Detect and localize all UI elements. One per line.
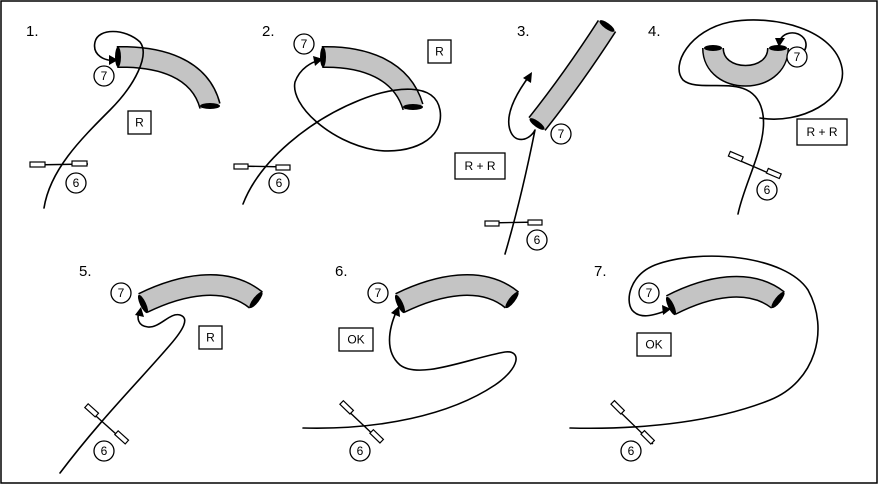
result-box — [338, 327, 374, 352]
svg-text:6: 6 — [534, 233, 541, 247]
label-circle-6 — [93, 440, 115, 462]
svg-text:7: 7 — [794, 50, 801, 64]
guidewire — [504, 74, 536, 255]
panel-number: 4. — [648, 23, 661, 40]
svg-text:7: 7 — [646, 286, 653, 300]
label-circle-6 — [526, 229, 548, 251]
result-box — [636, 332, 672, 357]
panel-2: 2. 7 6 R — [233, 23, 452, 205]
arrowhead — [313, 56, 323, 66]
label-circle-6 — [620, 440, 642, 462]
marker-band — [610, 399, 626, 415]
marker-band — [275, 164, 291, 171]
label-circle-7 — [367, 282, 389, 304]
panel-1: 1. 7 6 R — [26, 23, 221, 209]
arrowhead — [391, 306, 400, 317]
result-label: R + R — [464, 159, 495, 173]
panel-number: 5. — [79, 263, 92, 280]
label-circle-7 — [293, 33, 315, 55]
label-circle-6 — [756, 179, 778, 201]
svg-text:6: 6 — [357, 444, 364, 458]
panel-3: 3. 7 6 R + R — [454, 20, 617, 255]
marker-band — [83, 402, 100, 418]
label-circle-7 — [550, 123, 572, 145]
marker-band — [640, 429, 656, 445]
svg-text:7: 7 — [118, 286, 125, 300]
panel-4: 4. 7 6 R + R — [648, 19, 848, 215]
svg-text:6: 6 — [73, 176, 80, 190]
marker-band — [233, 163, 249, 170]
guidewire — [59, 309, 186, 474]
arrowhead — [523, 72, 532, 83]
svg-text:6: 6 — [276, 176, 283, 190]
result-box — [454, 152, 506, 180]
result-box — [796, 118, 848, 146]
label-circle-6 — [349, 440, 371, 462]
svg-text:6: 6 — [101, 444, 108, 458]
panel-number: 7. — [594, 263, 607, 280]
panel-number: 2. — [262, 23, 275, 40]
marker-band — [765, 167, 783, 180]
svg-text:7: 7 — [301, 37, 308, 51]
result-box — [427, 39, 452, 64]
result-box — [198, 325, 223, 350]
marker-band — [484, 220, 500, 227]
panel-number: 1. — [26, 23, 39, 40]
label-circle-7 — [786, 46, 808, 68]
svg-text:6: 6 — [764, 183, 771, 197]
arrowhead — [775, 38, 785, 47]
label-circle-6 — [268, 172, 290, 194]
guidewire — [43, 30, 144, 209]
panel-6: 6. 7 6 OK — [302, 263, 520, 462]
arrowhead — [135, 307, 144, 317]
guidewire — [302, 309, 517, 429]
result-label: R — [206, 331, 215, 345]
panel-7: 7. 7 6 OK — [569, 255, 819, 462]
marker-band — [113, 429, 130, 445]
arrowhead — [109, 55, 118, 65]
result-box — [127, 110, 152, 135]
marker-band — [71, 160, 88, 167]
result-label: R + R — [806, 125, 837, 139]
marker-band — [369, 428, 385, 444]
svg-text:7: 7 — [375, 286, 382, 300]
result-label: R — [135, 116, 144, 130]
svg-text:6: 6 — [628, 444, 635, 458]
guidewire — [242, 59, 442, 205]
label-circle-7 — [110, 282, 132, 304]
result-label: R — [435, 45, 444, 59]
svg-text:7: 7 — [101, 69, 108, 83]
label-circle-7 — [93, 65, 115, 87]
marker-band — [339, 399, 355, 415]
panel-number: 3. — [517, 23, 530, 40]
result-label: OK — [347, 333, 364, 347]
marker-band — [29, 161, 46, 168]
panel-number: 6. — [335, 263, 348, 280]
svg-text:7: 7 — [558, 127, 565, 141]
guidewire-outer-loop — [678, 19, 844, 215]
arrowhead — [662, 305, 671, 315]
result-label: OK — [645, 338, 662, 352]
label-circle-6 — [65, 172, 87, 194]
marker-band — [527, 219, 543, 226]
panel-5: 5. 7 6 R — [59, 263, 263, 474]
label-circle-7 — [638, 282, 660, 304]
guidewire — [569, 255, 819, 430]
marker-band — [727, 150, 745, 163]
